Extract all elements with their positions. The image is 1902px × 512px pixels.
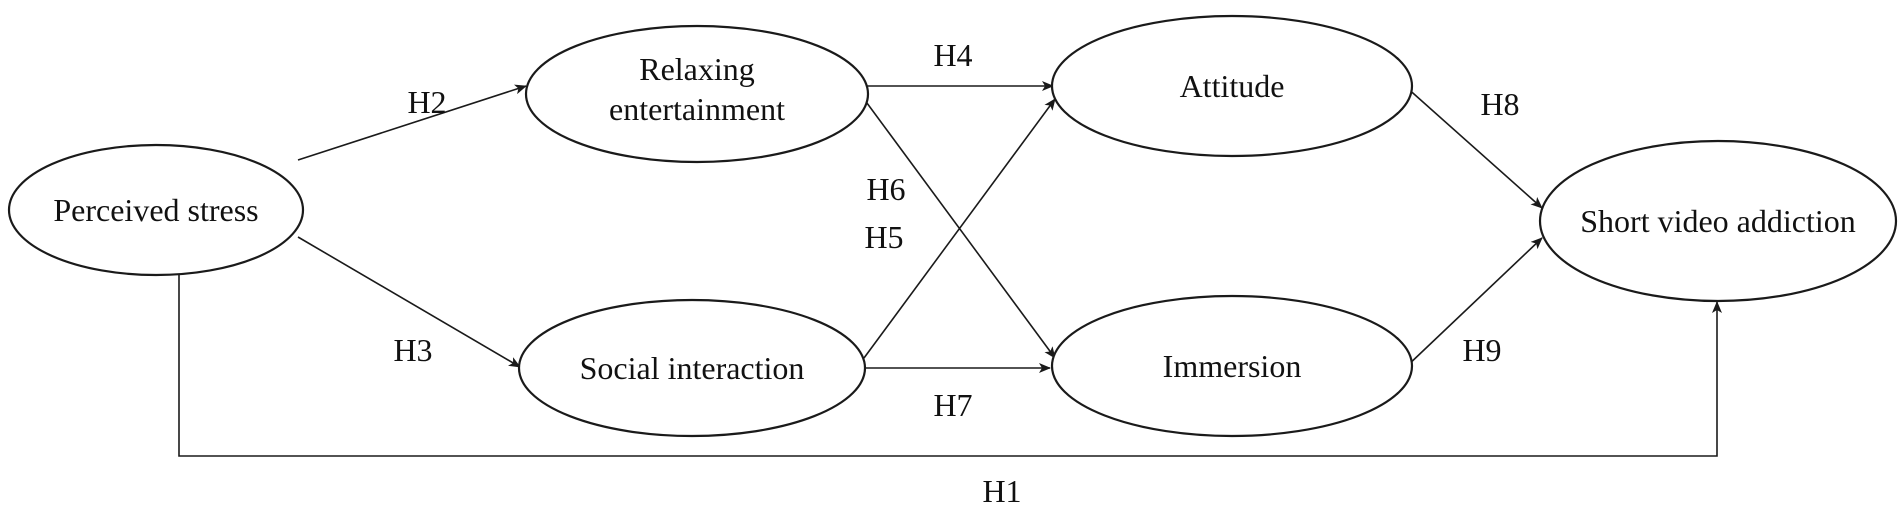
node-perceived-stress-shape	[7, 143, 305, 277]
node-short-video-addiction-shape	[1538, 139, 1898, 303]
node-relaxing-entertainment-label-line-2: entertainment	[609, 91, 785, 127]
edge-label-h1: H1	[982, 473, 1021, 509]
edge-h6	[863, 98, 1056, 359]
node-short-video-addiction-label: Short video addiction	[1580, 203, 1856, 239]
node-relaxing-entertainment: Relaxing entertainment	[524, 24, 870, 164]
edge-label-h6: H6	[866, 171, 905, 207]
edge-h9	[1404, 237, 1543, 369]
edge-label-h9: H9	[1462, 332, 1501, 368]
edge-label-h5: H5	[864, 219, 903, 255]
node-immersion-shape	[1050, 294, 1414, 438]
node-immersion-label: Immersion	[1163, 348, 1302, 384]
node-relaxing-entertainment-label-line-1: Relaxing	[639, 51, 755, 87]
edge-label-h7: H7	[933, 387, 972, 423]
node-short-video-addiction: Short video addiction	[1538, 139, 1898, 303]
edge-labels: H1 H2 H3 H4 H5 H6 H7 H8 H9	[393, 37, 1519, 509]
edge-h2	[297, 84, 527, 161]
node-immersion: Immersion	[1050, 294, 1414, 438]
node-attitude-label: Attitude	[1180, 68, 1285, 104]
edge-label-h3: H3	[393, 332, 432, 368]
edge-h8	[1404, 85, 1543, 209]
edge-h1	[178, 250, 1722, 457]
node-social-interaction: Social interaction	[517, 298, 867, 438]
node-social-interaction-label: Social interaction	[580, 350, 805, 386]
edge-h3	[297, 236, 521, 368]
node-relaxing-entertainment-shape	[524, 24, 870, 164]
node-social-interaction-shape	[517, 298, 867, 438]
node-attitude: Attitude	[1050, 14, 1414, 158]
node-attitude-shape	[1050, 14, 1414, 158]
edge-label-h2: H2	[407, 84, 446, 120]
edges	[178, 81, 1722, 457]
node-perceived-stress: Perceived stress	[7, 143, 305, 277]
edge-label-h8: H8	[1480, 86, 1519, 122]
edge-label-h4: H4	[933, 37, 972, 73]
node-perceived-stress-label: Perceived stress	[53, 192, 258, 228]
